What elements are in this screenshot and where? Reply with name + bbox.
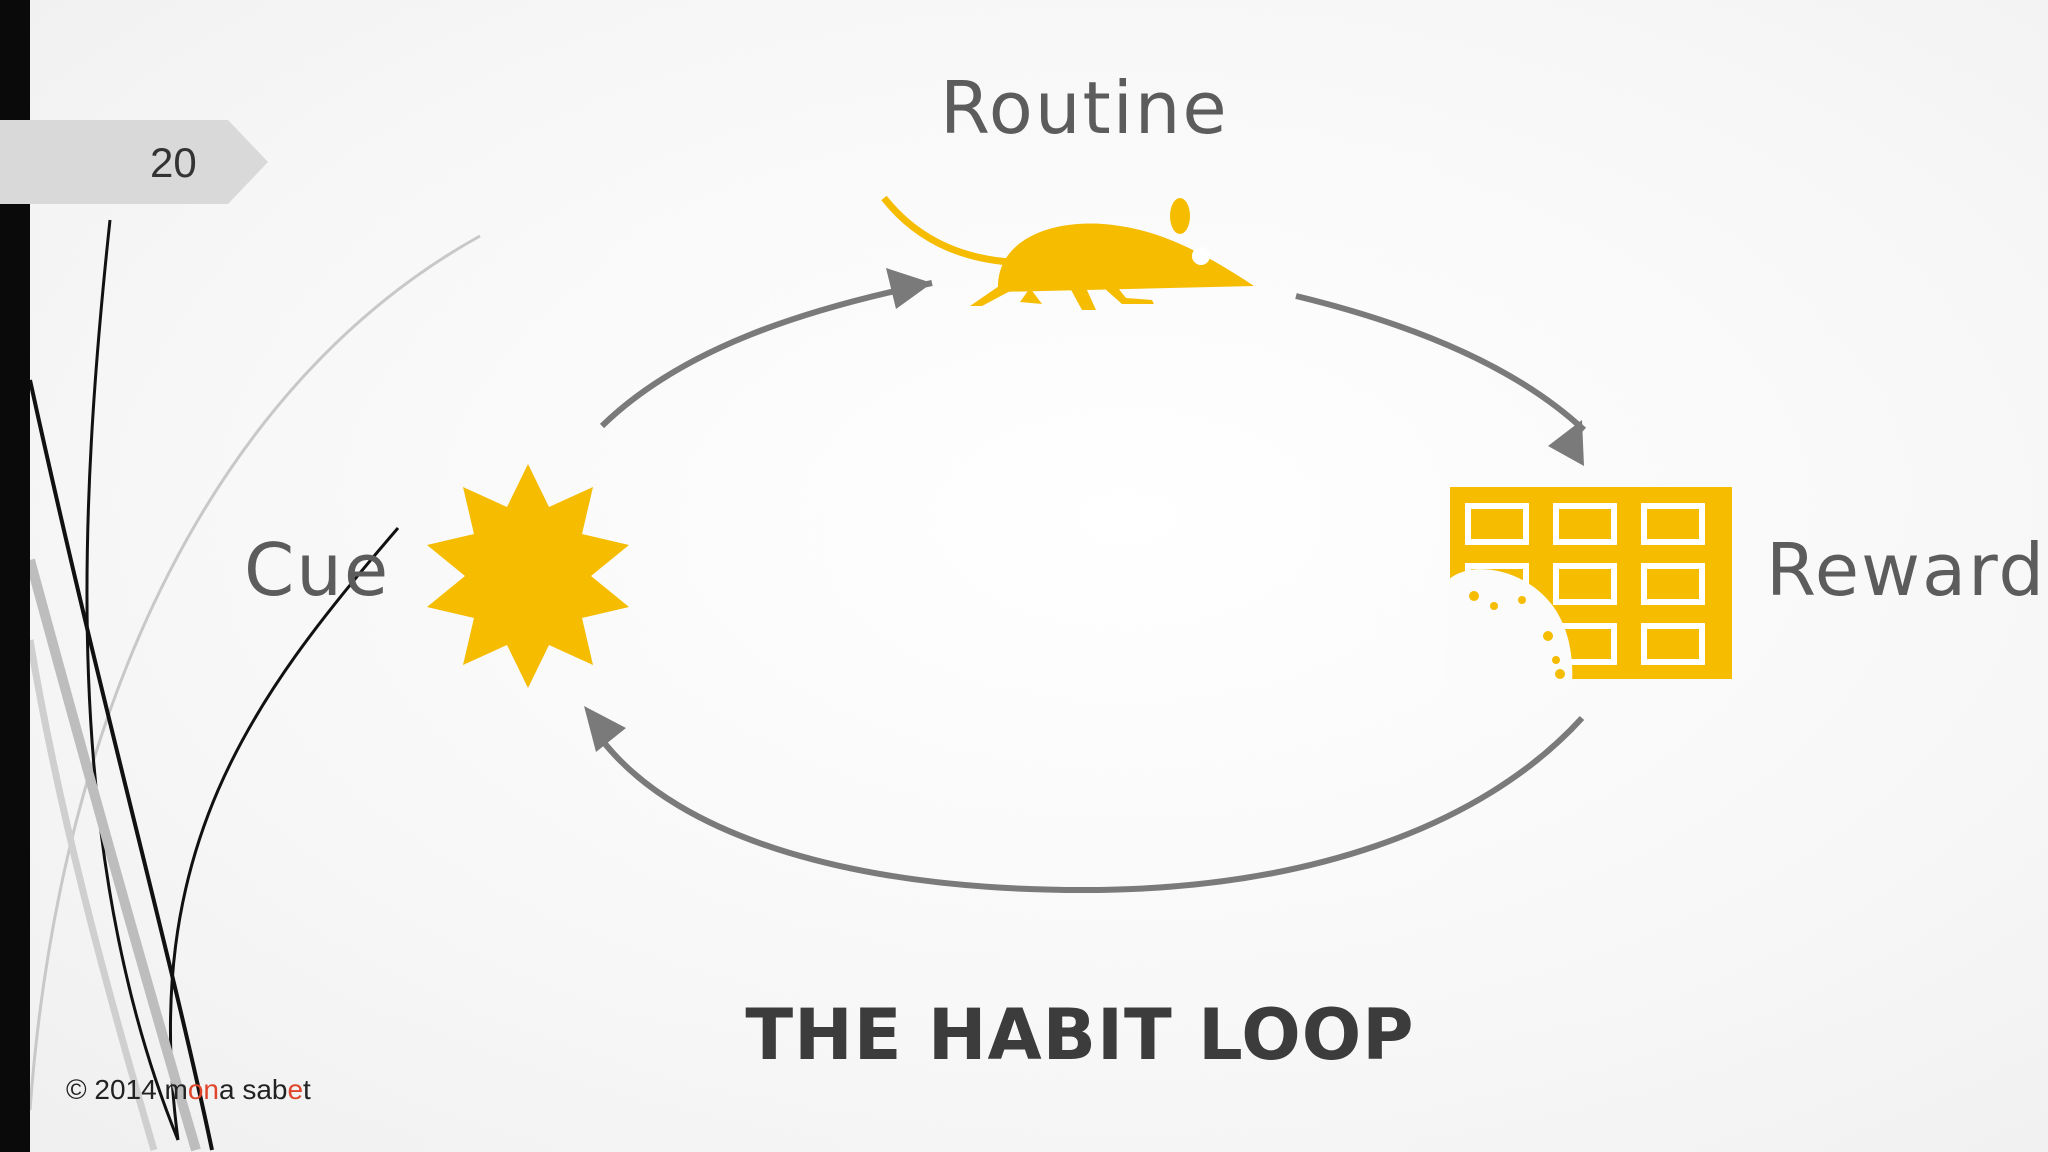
arrowhead-cue xyxy=(584,706,626,752)
arrow-cue-to-routine xyxy=(599,280,933,429)
page-number: 20 xyxy=(150,139,197,186)
routine-label: Routine xyxy=(940,66,1229,150)
arrowhead-routine xyxy=(886,268,932,309)
cue-label: Cue xyxy=(244,528,391,612)
copyright-notice: © 2014 mona sabet xyxy=(66,1076,311,1104)
copyright-middle: a sab xyxy=(218,1074,288,1105)
starburst-icon xyxy=(427,464,629,688)
chocolate-bar-icon xyxy=(1446,487,1732,684)
arrow-routine-to-reward xyxy=(1295,293,1587,433)
slide-title: THE HABIT LOOP xyxy=(745,994,1415,1076)
page-number-tab xyxy=(0,120,268,204)
mouse-icon xyxy=(881,195,1254,310)
copyright-accent-1: on xyxy=(187,1074,219,1105)
arrowhead-reward xyxy=(1548,420,1584,466)
reward-label: Reward xyxy=(1766,528,2047,612)
arrow-reward-to-cue xyxy=(599,715,1585,894)
copyright-accent-2: e xyxy=(287,1074,304,1105)
copyright-prefix: © 2014 m xyxy=(66,1074,188,1105)
copyright-suffix: t xyxy=(303,1074,311,1105)
